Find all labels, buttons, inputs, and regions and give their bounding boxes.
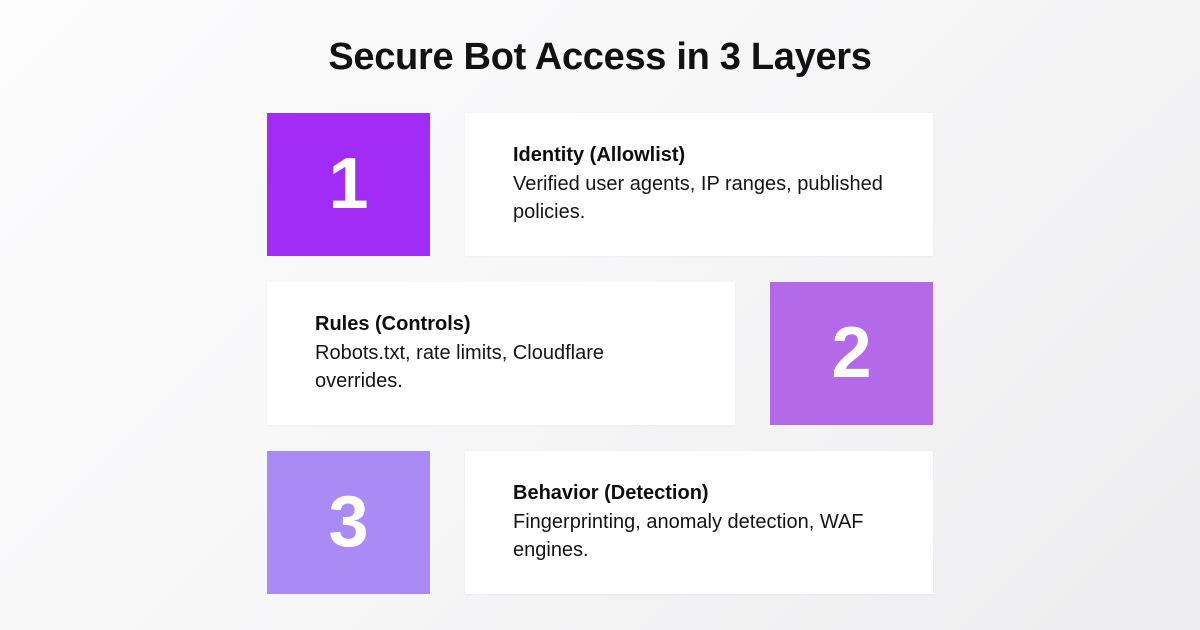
layer-heading-2: Rules (Controls) (315, 313, 471, 336)
layer-number-tile-1: 1 (267, 112, 430, 256)
layer-row: 1 Identity (Allowlist) Verified user age… (267, 112, 933, 256)
layer-card-1: Identity (Allowlist) Verified user agent… (465, 112, 933, 256)
layer-card-2: Rules (Controls) Robots.txt, rate limits… (267, 281, 735, 425)
layer-number-tile-2: 2 (770, 281, 933, 425)
layer-number-tile-3: 3 (267, 450, 430, 594)
layer-body-1: Verified user agents, IP ranges, publish… (513, 173, 883, 223)
layer-heading-3: Behavior (Detection) (513, 482, 709, 505)
layer-row: 3 Behavior (Detection) Fingerprinting, a… (267, 450, 933, 594)
layer-card-3: Behavior (Detection) Fingerprinting, ano… (465, 450, 933, 594)
layer-heading-1: Identity (Allowlist) (513, 144, 686, 167)
layers-list: 1 Identity (Allowlist) Verified user age… (267, 112, 933, 594)
layer-body-2: Robots.txt, rate limits, Cloudflare over… (315, 342, 604, 392)
page-title: Secure Bot Access in 3 Layers (328, 36, 872, 78)
layer-row: 2 Rules (Controls) Robots.txt, rate limi… (267, 281, 933, 425)
layer-body-3: Fingerprinting, anomaly detection, WAF e… (513, 511, 864, 561)
